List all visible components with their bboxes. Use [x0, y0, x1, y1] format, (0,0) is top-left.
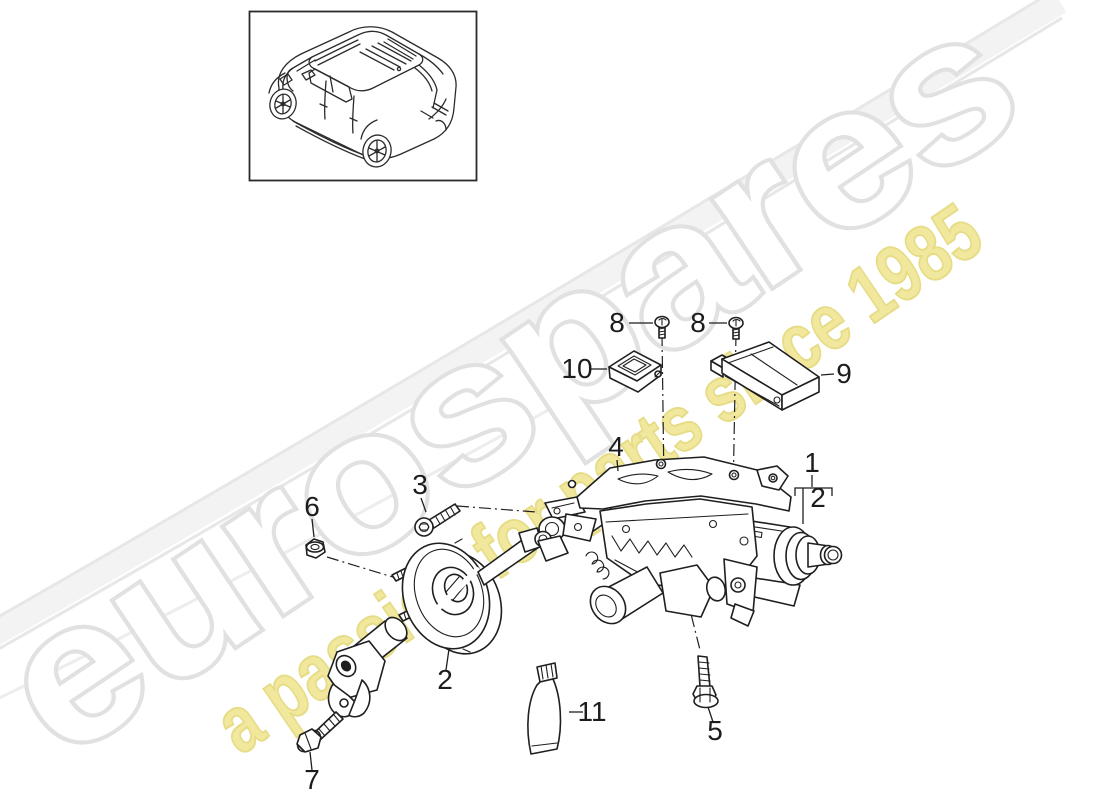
swoosh-curve: [0, 0, 1067, 700]
callout-7[interactable]: 7: [304, 764, 320, 795]
part-coupling-disc-2: [391, 538, 503, 655]
part-bolt-3: [414, 503, 461, 537]
group-bracket-1-2: [794, 475, 833, 524]
part-bolt-7: [296, 711, 344, 753]
callouts: 1 2 2 3 4 5 6 7 8 8 9 10 11: [304, 307, 852, 795]
part-module-10: [608, 350, 662, 393]
callout-6[interactable]: 6: [304, 491, 320, 522]
part-column-assembly: [562, 456, 843, 627]
part-screw-8-left: [654, 315, 670, 339]
callout-5[interactable]: 5: [707, 715, 723, 746]
part-lower-yoke: [327, 616, 408, 718]
callout-10[interactable]: 10: [561, 353, 592, 384]
part-screw-8-right: [728, 316, 744, 340]
steering-column-diagram: [296, 315, 843, 755]
car-illustration: [268, 26, 457, 168]
callout-11[interactable]: 11: [577, 696, 606, 727]
callout-2-coupling[interactable]: 2: [437, 664, 453, 695]
part-grease-tube-11: [527, 662, 562, 755]
part-module-9: [710, 341, 820, 411]
watermark: eurospares a passion for parts since 198…: [0, 0, 1067, 800]
car-inset: [248, 10, 478, 182]
callout-4[interactable]: 4: [608, 431, 624, 462]
part-bolt-5: [692, 655, 719, 709]
part-nut-6: [305, 538, 326, 559]
brand-watermark: eurospares: [0, 0, 1057, 800]
callout-2-bracket[interactable]: 2: [810, 482, 826, 513]
callout-9[interactable]: 9: [836, 358, 852, 389]
callout-8-left[interactable]: 8: [609, 307, 625, 338]
callout-8-right[interactable]: 8: [690, 307, 706, 338]
callout-3[interactable]: 3: [412, 469, 428, 500]
leader-lines: [309, 322, 835, 771]
callout-1[interactable]: 1: [804, 447, 820, 478]
